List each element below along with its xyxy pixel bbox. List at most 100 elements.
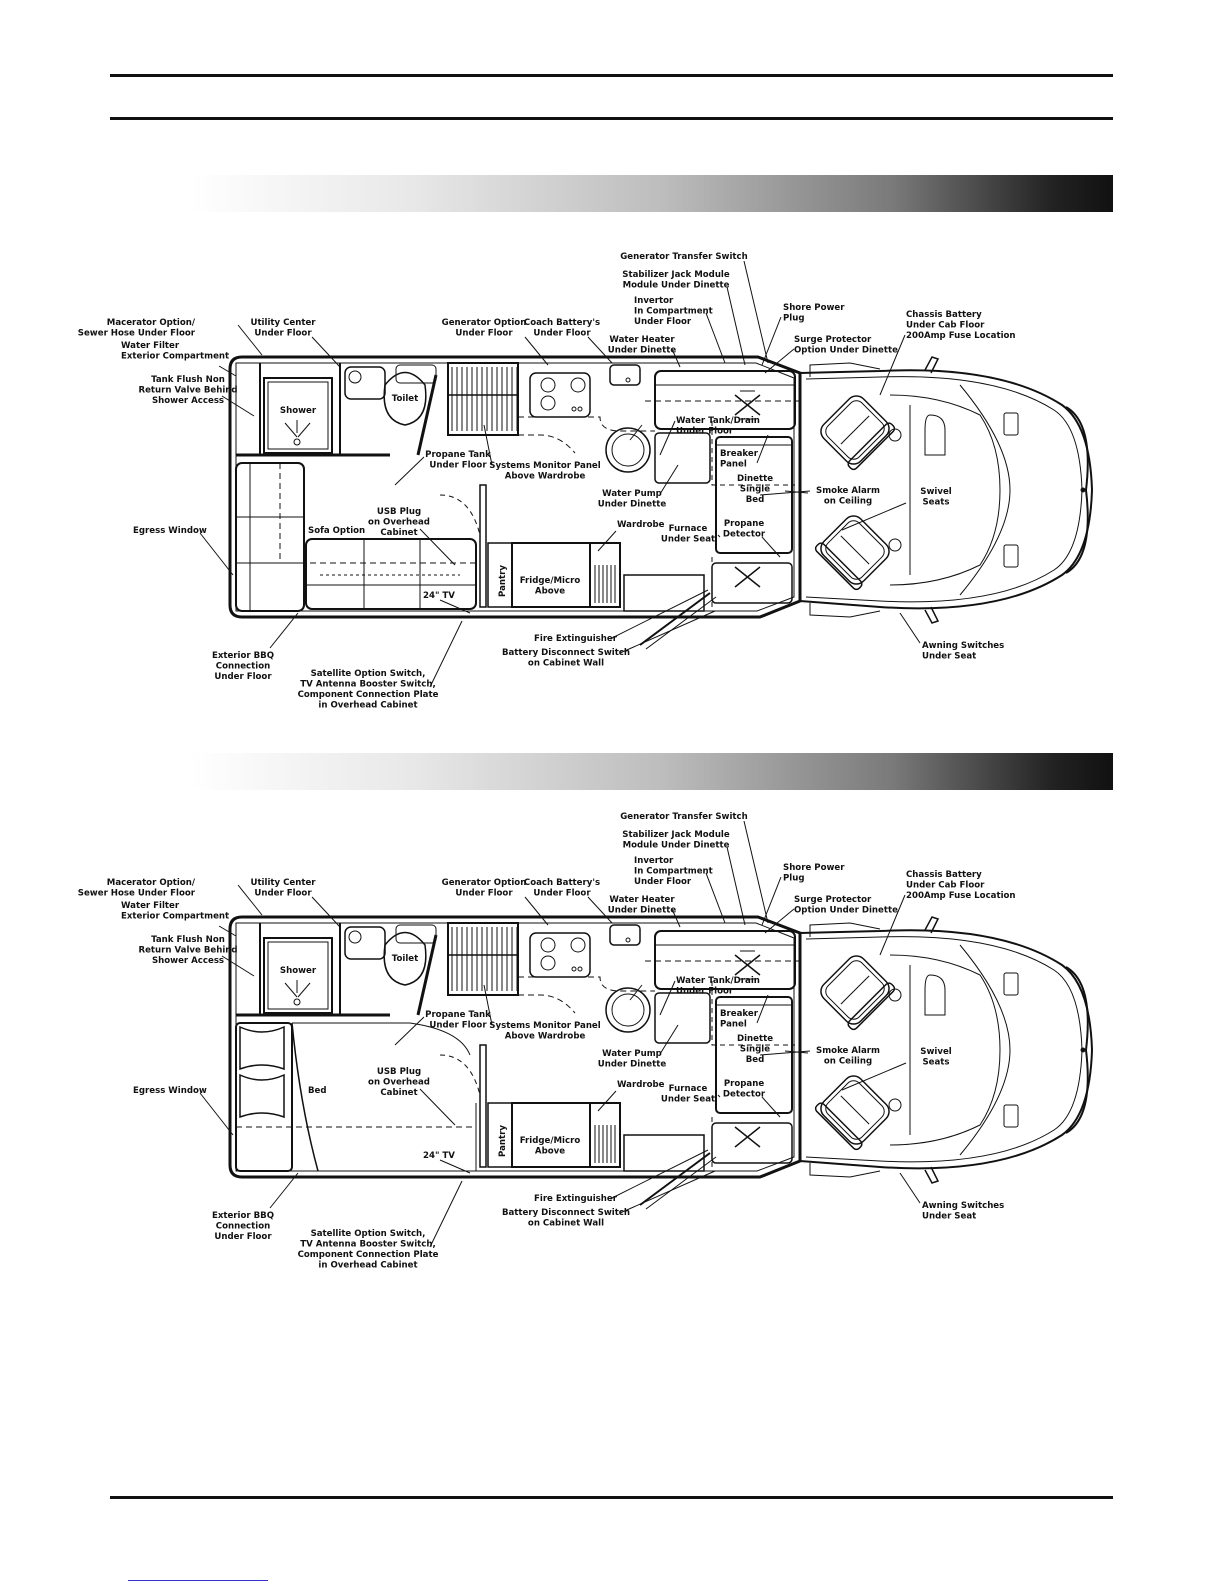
rear-bath <box>236 363 438 457</box>
leader-water-tank <box>659 980 676 1016</box>
coach-outline <box>228 355 802 619</box>
leader-awning-switches <box>899 1172 921 1204</box>
leader-stabilizer-jack <box>726 846 746 926</box>
leader-satellite <box>429 620 463 688</box>
leader-macerator <box>237 884 263 916</box>
leader-fire-extinguisher <box>609 589 709 640</box>
leader-breaker-panel <box>756 994 769 1024</box>
rear-sofa <box>235 462 477 612</box>
leader-shore-power <box>761 316 782 366</box>
leader-battery-disconnect <box>619 1170 716 1214</box>
leader-generator-transfer-switch <box>743 820 769 924</box>
galley <box>447 922 655 1033</box>
label-generator-transfer-switch: Generator Transfer Switch <box>620 252 748 262</box>
leader-water-heater <box>671 908 681 928</box>
leader-systems-monitor <box>483 984 493 1026</box>
leader-wardrobe <box>597 530 617 552</box>
leader-awning-switches <box>899 612 921 644</box>
label-sofa-or-bed: Bed <box>308 1086 327 1096</box>
label-satellite: Satellite Option Switch,TV Antenna Boost… <box>298 1229 439 1271</box>
leader-water-pump <box>659 1024 679 1055</box>
label-egress-window: Egress Window <box>133 1086 207 1096</box>
leader-utility-center <box>311 336 341 368</box>
leader-generator-transfer-switch <box>743 260 769 364</box>
swivel-seats <box>814 395 946 591</box>
leader-usb-plug <box>419 528 456 566</box>
leader-shore-power <box>761 876 782 926</box>
leader-generator-option <box>524 336 549 366</box>
header-rule-bottom <box>110 117 1113 120</box>
leader-chassis-battery <box>879 894 906 956</box>
label-satellite: Satellite Option Switch,TV Antenna Boost… <box>298 669 439 711</box>
dinette <box>645 930 800 1170</box>
leader-water-heater <box>671 348 681 368</box>
label-tv: 24" TV <box>423 591 455 601</box>
cab-outline <box>799 356 1094 624</box>
leader-coach-battery <box>587 336 613 364</box>
leader-invertor <box>705 312 726 364</box>
mid-cabinets <box>439 1044 717 1210</box>
label-macerator: Macerator Option/Sewer Hose Under Floor <box>78 318 196 339</box>
footer-rule <box>110 1496 1113 1499</box>
leader-macerator <box>237 324 263 356</box>
leader-surge-protector <box>764 908 795 934</box>
label-wardrobe: Wardrobe <box>617 1080 665 1090</box>
leader-chassis-battery <box>879 334 906 396</box>
leader-egress-window <box>199 532 234 576</box>
mid-cabinets <box>439 484 717 650</box>
leader-generator-option <box>524 896 549 926</box>
leader-coach-battery <box>587 896 613 924</box>
leader-furnace <box>717 1094 721 1098</box>
leader-battery-disconnect <box>619 610 716 654</box>
leader-utility-center <box>311 896 341 928</box>
dinette <box>645 370 800 610</box>
label-sofa-or-bed: Sofa Option <box>308 526 365 536</box>
leader-tank-flush <box>221 955 255 977</box>
leader-tv <box>439 599 471 614</box>
leader-egress-window <box>199 1092 234 1136</box>
leader-invertor <box>705 872 726 924</box>
leader-propane-detector <box>761 1096 781 1118</box>
label-toilet: Toilet <box>392 394 418 404</box>
leader-tv <box>439 1159 471 1174</box>
label-tv: 24" TV <box>423 1151 455 1161</box>
leader-stabilizer-jack <box>726 286 746 366</box>
label-fire-extinguisher: Fire Extinguisher <box>534 1194 618 1204</box>
leader-propane-tank <box>394 456 425 486</box>
section-banner-1 <box>110 175 1113 212</box>
leader-water-pump <box>659 464 679 495</box>
label-shower: Shower <box>280 966 317 976</box>
label-egress-window: Egress Window <box>133 526 207 536</box>
